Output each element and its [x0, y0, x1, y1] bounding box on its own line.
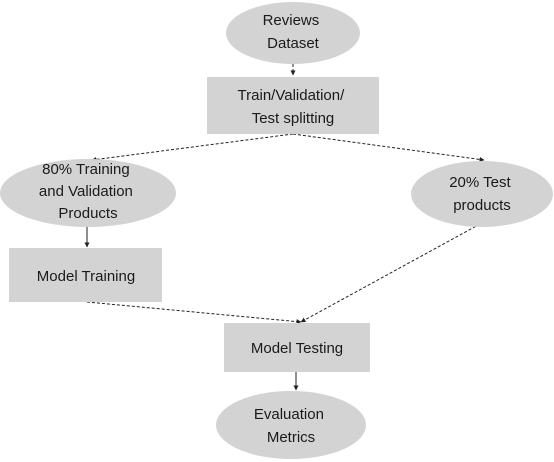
node-label: 80% Training and Validation Products — [39, 161, 137, 222]
edges — [84, 64, 485, 391]
node-shape — [9, 248, 162, 302]
node-label: Evaluation Metrics — [254, 406, 328, 446]
label-line: Test splitting — [252, 110, 335, 127]
node-evaluation-metrics: Evaluation Metrics — [216, 391, 366, 459]
node-label: 20% Test products — [449, 174, 515, 214]
label-line: 80% Training — [42, 161, 130, 178]
node-shape — [226, 2, 360, 64]
node-shape — [0, 159, 176, 227]
node-label: Train/Validation/ Test splitting — [238, 87, 349, 127]
edge-training-to-testing — [86, 301, 302, 325]
label-line: 20% Test — [449, 174, 511, 191]
label-line: Model Training — [37, 268, 135, 285]
node-label: Model Training — [37, 268, 135, 285]
label-line: products — [453, 197, 511, 214]
node-label: Reviews Dataset — [263, 12, 324, 52]
label-line: Model Testing — [251, 340, 343, 357]
node-test-products: 20% Test products — [411, 161, 553, 227]
node-split: Train/Validation/ Test splitting — [207, 77, 379, 134]
label-line: Train/Validation/ — [238, 87, 346, 104]
label-line: Reviews — [263, 12, 320, 29]
edge-split-to-train-val — [91, 133, 294, 162]
edge-test-to-testing — [300, 223, 481, 323]
node-shape — [411, 161, 553, 227]
edge-split-to-test — [292, 133, 485, 162]
node-model-training: Model Training — [9, 248, 162, 302]
node-shape — [224, 323, 370, 372]
label-line: Dataset — [267, 35, 320, 52]
node-shape — [216, 391, 366, 459]
label-line: Products — [58, 205, 117, 222]
node-label: Model Testing — [251, 340, 343, 357]
label-line: Metrics — [267, 429, 315, 446]
label-line: Evaluation — [254, 406, 324, 423]
node-shape — [207, 77, 379, 134]
label-line: and Validation — [39, 183, 133, 200]
node-model-testing: Model Testing — [224, 323, 370, 372]
node-train-val-products: 80% Training and Validation Products — [0, 159, 176, 227]
node-reviews-dataset: Reviews Dataset — [226, 2, 360, 64]
